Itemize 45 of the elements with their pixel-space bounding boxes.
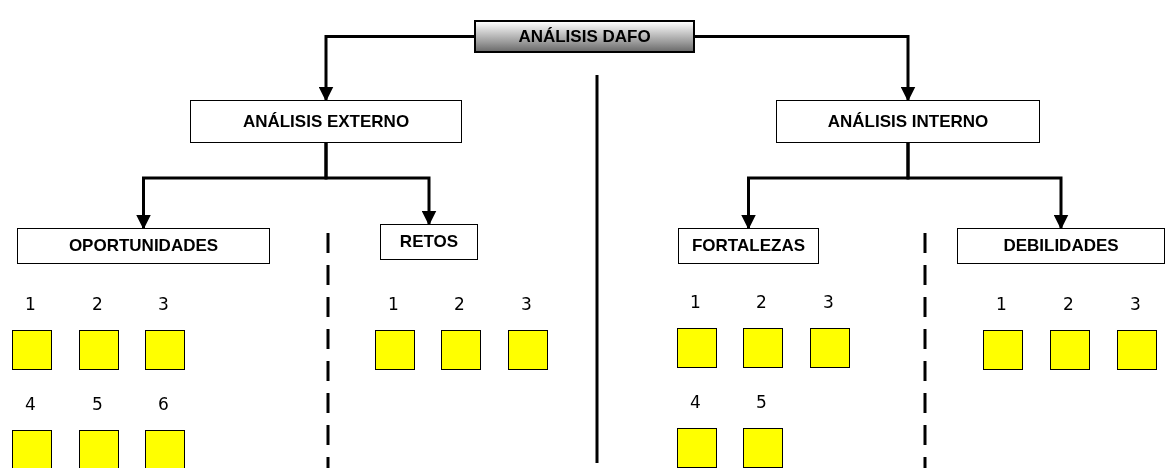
empty-square <box>983 330 1023 370</box>
item-number: 4 <box>690 392 701 412</box>
empty-square <box>79 330 119 370</box>
item-number: 3 <box>1130 294 1141 314</box>
empty-square <box>810 328 850 368</box>
connector-arrow <box>906 143 1069 230</box>
item-number: 1 <box>996 294 1007 314</box>
category-box: DEBILIDADES <box>957 228 1165 264</box>
item-number: 5 <box>756 392 767 412</box>
category-box: RETOS <box>380 224 478 260</box>
item-number: 3 <box>521 294 532 314</box>
item-number: 2 <box>756 292 767 312</box>
category-box: ANÁLISIS INTERNO <box>776 100 1040 143</box>
empty-square <box>677 428 717 468</box>
empty-square <box>1050 330 1090 370</box>
empty-square <box>677 328 717 368</box>
item-number: 2 <box>92 294 103 314</box>
empty-square <box>743 428 783 468</box>
item-number: 1 <box>388 294 399 314</box>
item-number: 6 <box>158 394 169 414</box>
item-number: 2 <box>454 294 465 314</box>
empty-square <box>441 330 481 370</box>
category-box: FORTALEZAS <box>678 228 819 264</box>
empty-square <box>145 430 185 468</box>
connector-arrow <box>324 143 437 226</box>
empty-square <box>79 430 119 468</box>
item-number: 3 <box>158 294 169 314</box>
empty-square <box>145 330 185 370</box>
empty-square <box>1117 330 1157 370</box>
empty-square <box>743 328 783 368</box>
item-number: 4 <box>25 394 36 414</box>
connector-arrow <box>695 35 916 102</box>
category-box: OPORTUNIDADES <box>17 228 270 264</box>
item-number: 5 <box>92 394 103 414</box>
empty-square <box>508 330 548 370</box>
item-number: 1 <box>690 292 701 312</box>
empty-square <box>375 330 415 370</box>
item-number: 2 <box>1063 294 1074 314</box>
empty-square <box>12 330 52 370</box>
item-number: 3 <box>823 292 834 312</box>
connector-arrow <box>318 35 474 102</box>
empty-square <box>12 430 52 468</box>
item-number: 1 <box>25 294 36 314</box>
category-box: ANÁLISIS EXTERNO <box>190 100 462 143</box>
title-box: ANÁLISIS DAFO <box>474 20 695 53</box>
